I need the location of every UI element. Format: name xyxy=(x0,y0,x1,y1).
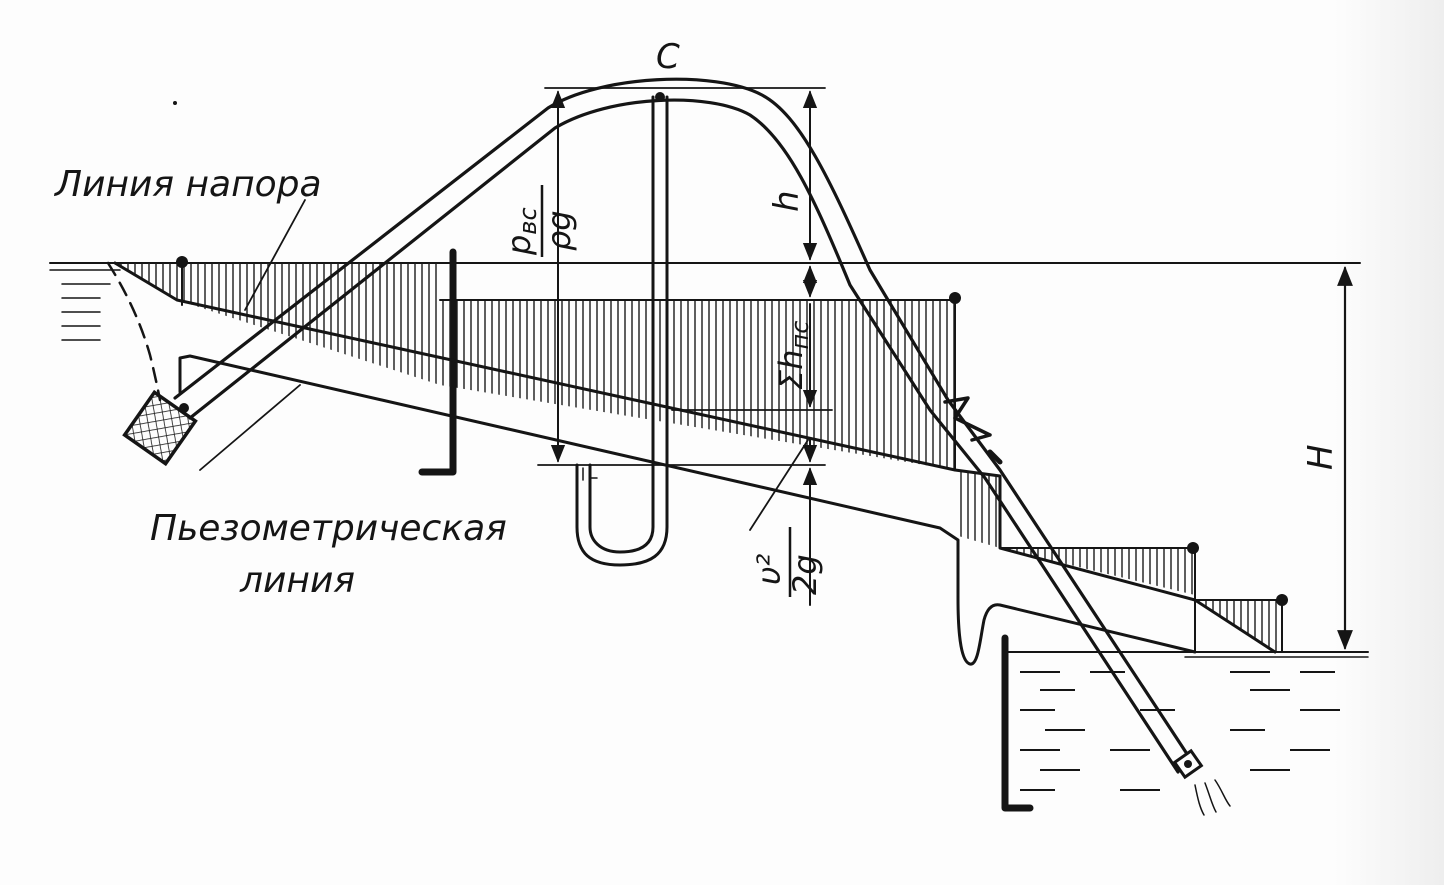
siphon-pipe-outer-wall xyxy=(173,77,1195,765)
valve-stem xyxy=(987,449,1003,465)
label-height-h: h xyxy=(767,190,807,212)
label-piezometric-line-2: линия xyxy=(239,560,355,601)
head-point-4 xyxy=(1276,594,1288,606)
piezometric-line xyxy=(178,354,1197,666)
head-line-leader xyxy=(244,199,306,311)
dimension-lines xyxy=(537,87,1353,650)
label-losses: Σhпс xyxy=(772,321,814,390)
diagram-labels: C Линия напора Пьезометрическая линия pв… xyxy=(53,37,1341,601)
label-height-h-group: h xyxy=(767,190,807,212)
speck-dot xyxy=(173,101,177,105)
head-point-1 xyxy=(176,256,188,268)
valve-icon xyxy=(943,396,992,442)
inlet-strainer-icon xyxy=(122,389,198,467)
hatch-middle-segment xyxy=(955,470,1000,548)
label-piezometric-line-1: Пьезометрическая xyxy=(150,508,507,549)
label-velocity-head: υ² 2g xyxy=(750,527,824,597)
label-vacuum-num: pвс xyxy=(500,207,542,256)
label-head-line: Линия напора xyxy=(53,164,322,205)
hatch-inlet-segment xyxy=(115,263,440,385)
u-tube-vacuum-gauge xyxy=(575,92,669,567)
head-point-2 xyxy=(949,292,961,304)
lower-reservoir-wall xyxy=(1001,634,1034,812)
label-velocity-num: υ² xyxy=(750,553,788,585)
label-losses-group: Σhпс xyxy=(772,321,814,390)
label-vacuum-head: pвс ρg xyxy=(500,185,578,257)
u-tube-outer xyxy=(588,95,655,554)
hatch-upper-segment xyxy=(440,300,955,470)
label-vacuum-den: ρg xyxy=(540,210,578,251)
piezometric-leader xyxy=(199,384,301,471)
pipe-outlet-mark xyxy=(1184,760,1192,768)
head-line-upper xyxy=(113,261,957,472)
inlet-joint-point xyxy=(179,403,189,413)
u-tube-outer-2 xyxy=(575,95,669,567)
label-velocity-den: 2g xyxy=(786,554,824,595)
label-total-head: H xyxy=(1301,444,1341,470)
label-total-head-group: H xyxy=(1301,444,1341,470)
lower-reservoir xyxy=(1001,634,1369,816)
lower-water-dashes xyxy=(1020,671,1340,791)
label-leaders xyxy=(199,199,809,531)
label-point-c: C xyxy=(656,37,680,77)
siphon-pipe xyxy=(173,77,1204,780)
piezometric-line-lower xyxy=(956,596,1197,666)
velocity-leader xyxy=(749,439,809,531)
outlet-splash xyxy=(1194,779,1231,816)
head-point-3 xyxy=(1187,542,1199,554)
point-c-dot xyxy=(655,92,665,102)
inlet-flow-dashed xyxy=(106,261,162,402)
energy-head-line xyxy=(113,256,1288,654)
siphon-pipe-inner-wall xyxy=(188,98,1180,774)
